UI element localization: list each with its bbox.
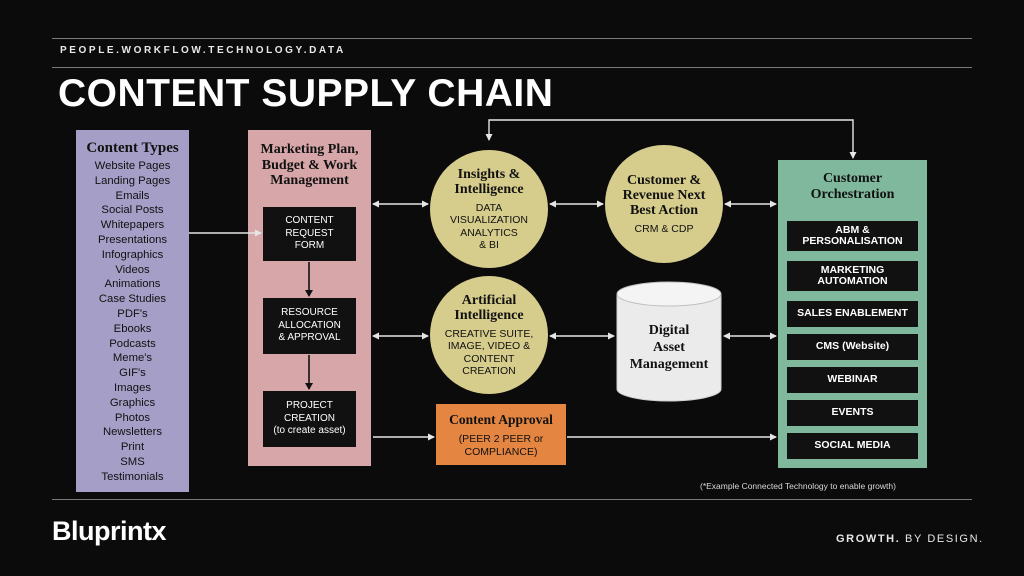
content-type-item: Infographics [101,248,164,261]
content-types-title: Content Types [86,140,179,156]
content-type-item: Videos [115,263,150,276]
content-type-item: Emails [115,189,150,202]
content-type-item: Images [113,381,152,394]
content-type-item: Print [120,441,145,454]
content-type-item: Presentations [97,233,168,246]
digital-asset-management-cylinder [616,281,722,402]
bluprintx-logo: Bluprintx [52,516,167,546]
content-type-item: PDF's [117,307,148,320]
page-title: CONTENT SUPPLY CHAIN [58,72,554,115]
content-request-form-box: CONTENT REQUEST FORM [263,207,356,261]
customer-orchestration-column: Customer Orchestration ABM & PERSONALISA… [778,160,927,468]
title-rule [52,67,972,68]
orch-item-webinar: WEBINAR [787,367,918,393]
content-approval-box: Content Approval (PEER 2 PEER or COMPLIA… [436,404,566,465]
customer-revenue-circle: Customer & Revenue Next Best Action CRM … [605,145,723,263]
orch-item-events: EVENTS [787,400,918,426]
content-type-item: Ebooks [113,322,152,335]
content-type-item: Photos [114,411,151,424]
dam-label: Digital Asset Management [629,323,709,372]
content-type-item: Animations [104,278,161,291]
insights-intelligence-circle: Insights & Intelligence DATA VISUALIZATI… [430,150,548,268]
top-rule [52,38,972,39]
content-type-item: Podcasts [109,337,156,350]
content-type-item: Social Posts [101,204,164,217]
orch-item-abm: ABM & PERSONALISATION [787,221,918,251]
content-type-item: Landing Pages [94,174,171,187]
marketing-plan-title: Marketing Plan, Budget & Work Management [260,142,359,188]
orch-item-social-media: SOCIAL MEDIA [787,433,918,459]
content-type-item: Website Pages [94,160,171,172]
footer-rule [52,499,972,500]
tagline: PEOPLE.WORKFLOW.TECHNOLOGY.DATA [60,45,346,56]
orch-item-marketing-automation: MARKETING AUTOMATION [787,261,918,291]
resource-allocation-box: RESOURCE ALLOCATION & APPROVAL [263,298,356,354]
content-type-item: Testimonials [101,470,164,483]
arrow-insights-to-orchestration-loop [485,119,857,159]
content-type-item: GIF's [119,367,146,380]
orch-item-cms: CMS (Website) [787,334,918,360]
artificial-intelligence-circle: Artificial Intelligence CREATIVE SUITE, … [430,276,548,394]
content-type-item: SMS [120,455,145,468]
project-creation-box: PROJECT CREATION (to create asset) [263,391,356,447]
content-type-item: Meme's [112,352,153,365]
growth-by-design-tagline: GROWTH. BY DESIGN. [836,533,984,545]
footnote: (*Example Connected Technology to enable… [700,481,896,491]
content-type-item: Graphics [109,396,156,409]
content-type-item: Newsletters [102,426,162,439]
content-type-item: Case Studies [98,293,167,306]
orch-item-sales-enablement: SALES ENABLEMENT [787,301,918,327]
content-type-item: Whitepapers [100,219,165,232]
